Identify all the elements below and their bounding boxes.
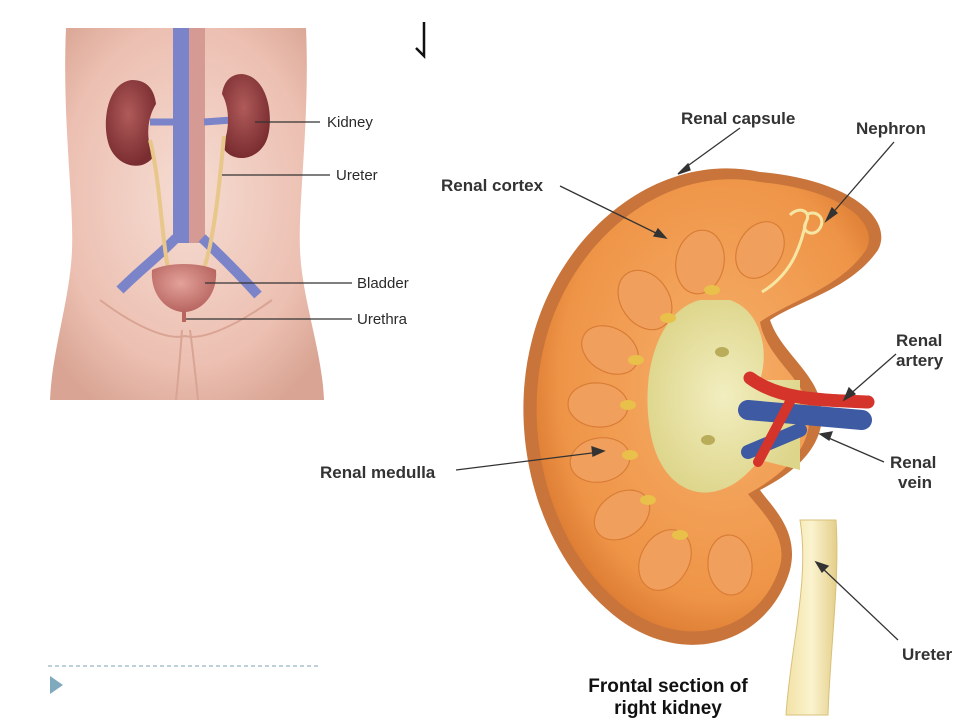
aorta [189, 28, 205, 243]
renal-artery-branch [753, 393, 797, 467]
iliac-artery-right [198, 234, 262, 299]
pointer-mark [415, 22, 426, 60]
arrowhead [591, 446, 606, 457]
bladder [151, 264, 217, 312]
iliac-vein-left [116, 234, 180, 294]
leader-renal-vein [823, 435, 885, 463]
label-renal-artery-2: artery [896, 351, 944, 370]
label-ureter: Ureter [336, 167, 378, 184]
medullary-pyramids [567, 221, 785, 596]
papilla [704, 285, 720, 295]
kidney-section-figure: Renal capsule Nephron Renal cortex Renal… [320, 109, 952, 719]
left-kidney [105, 80, 156, 166]
pyramid [707, 534, 753, 596]
caption-line-1: Frontal section of [588, 676, 748, 697]
pyramid [735, 221, 785, 279]
label-renal-vein-2: vein [898, 473, 932, 492]
label-kidney: Kidney [327, 114, 373, 131]
label-renal-vein-1: Renal [890, 453, 936, 472]
papilla [660, 313, 676, 323]
arrowhead [824, 206, 838, 223]
renal-artery [743, 371, 875, 409]
papilla [622, 450, 638, 460]
right-kidney [222, 74, 270, 159]
papilla [628, 355, 644, 365]
papilla [640, 495, 656, 505]
renal-vessel-right [203, 116, 233, 126]
left-ureter [148, 139, 170, 269]
pyramid [617, 269, 673, 331]
label-renal-artery-1: Renal [896, 331, 942, 350]
leader-renal-medulla [455, 451, 601, 471]
pyramid [581, 325, 639, 375]
label-bladder: Bladder [357, 275, 409, 292]
arrowhead [818, 431, 834, 441]
calyx-opening [701, 435, 715, 445]
label-ureter-section: Ureter [902, 645, 952, 664]
leader-renal-capsule [681, 127, 741, 171]
leader-renal-cortex [559, 185, 663, 237]
label-renal-cortex: Renal cortex [441, 176, 544, 195]
papilla [620, 400, 636, 410]
arrowhead [652, 227, 668, 239]
papilla [672, 530, 688, 540]
arrowhead [842, 386, 857, 402]
arrowhead [677, 162, 691, 175]
bullet-triangle-icon [50, 676, 63, 694]
pelvic-crease [99, 299, 273, 338]
label-nephron: Nephron [856, 119, 926, 138]
papillae [620, 285, 720, 540]
right-ureter [202, 135, 226, 269]
leader-ureter-2 [819, 565, 899, 641]
nephron [761, 208, 824, 294]
pyramid [675, 229, 725, 295]
leader-renal-artery [847, 353, 897, 397]
caption-line-2: right kidney [614, 698, 722, 719]
calyx-opening [715, 347, 729, 357]
label-renal-capsule: Renal capsule [681, 109, 795, 128]
ureter-tube [785, 519, 838, 716]
urinary-system-figure: Kidney Ureter Bladder Urethra [50, 28, 409, 401]
label-urethra: Urethra [357, 311, 408, 328]
renal-vein [738, 400, 872, 430]
kidney-leader-lines [455, 127, 899, 641]
leader-nephron [829, 141, 895, 217]
vena-cava [173, 28, 189, 243]
arrowhead [814, 560, 830, 574]
label-renal-medulla: Renal medulla [320, 463, 436, 482]
legs-separation [175, 329, 199, 401]
